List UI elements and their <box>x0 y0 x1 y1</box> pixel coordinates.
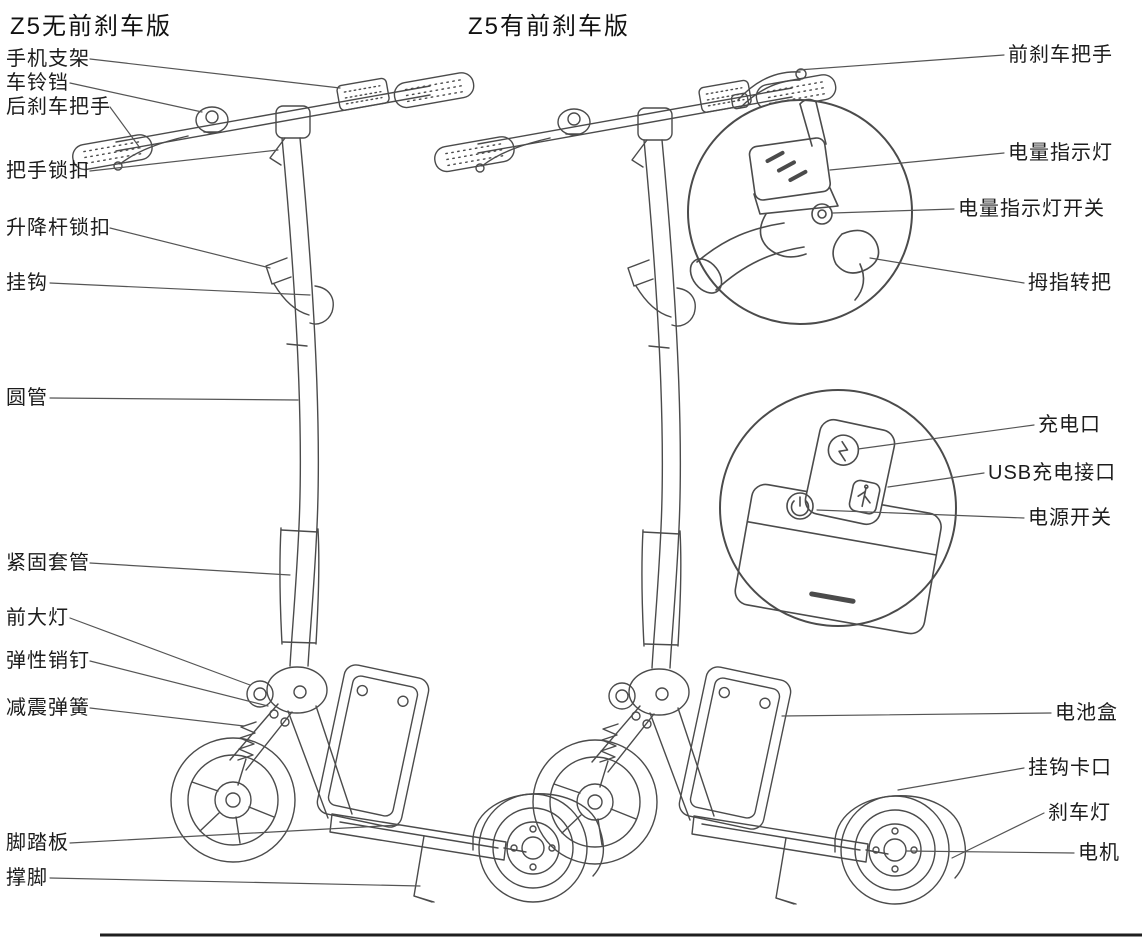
leader-power-switch <box>816 509 1025 519</box>
label-phone-mount: 手机支架 <box>6 48 90 70</box>
leader-lines <box>49 54 1075 887</box>
label-shock-spring: 减震弹簧 <box>6 697 90 719</box>
leader-shock-spring <box>89 707 245 727</box>
label-handlebar-latch: 把手锁扣 <box>6 160 90 182</box>
leader-clamping-sleeve <box>89 562 291 576</box>
leader-bell <box>69 82 203 113</box>
leader-motor <box>905 850 1075 854</box>
leader-battery-box <box>781 712 1052 717</box>
leader-usb-charging-port <box>887 472 985 488</box>
label-foot-deck: 脚踏板 <box>6 832 69 854</box>
thumb-throttle-icon <box>832 229 880 301</box>
label-hook-slot: 挂钩卡口 <box>1028 757 1112 779</box>
label-rear-brake-lever: 后刹车把手 <box>6 96 111 118</box>
leader-battery-indicator-light <box>829 152 1005 171</box>
leader-spring-pin <box>89 660 269 707</box>
label-spring-pin: 弹性销钉 <box>6 650 90 672</box>
callout-charging-detail <box>719 389 957 635</box>
label-bell: 车铃铛 <box>6 72 69 94</box>
label-battery-indicator-light: 电量指示灯 <box>1008 142 1113 164</box>
label-stem-height-latch: 升降杆锁扣 <box>6 217 111 239</box>
charging-port-icon <box>827 434 860 466</box>
leader-kickstand <box>49 877 421 887</box>
leader-round-tube <box>49 397 299 401</box>
label-round-tube: 圆管 <box>6 387 48 409</box>
leader-front-brake-lever <box>797 54 1005 71</box>
variant-title-with-front-brake: Z5有前刹车版 <box>468 13 631 40</box>
front-brake-lever-illustration <box>730 68 807 110</box>
label-motor: 电机 <box>1078 842 1120 864</box>
leader-battery-indicator-switch <box>832 208 955 214</box>
label-hook: 挂钩 <box>6 272 48 294</box>
leader-phone-mount <box>89 58 341 89</box>
leader-hook-slot <box>897 767 1025 791</box>
label-thumb-throttle: 拇指转把 <box>1028 272 1112 294</box>
scooter-left-illustration <box>70 70 605 903</box>
label-charging-port: 充电口 <box>1038 414 1101 436</box>
leader-stem-height-latch <box>109 227 271 269</box>
label-front-brake-lever: 前刹车把手 <box>1008 44 1113 66</box>
leader-thumb-throttle <box>869 257 1025 284</box>
label-clamping-sleeve: 紧固套管 <box>6 552 90 574</box>
power-button-icon <box>786 492 814 520</box>
leader-foot-deck <box>69 824 401 844</box>
leader-headlight <box>69 617 251 686</box>
variant-title-no-front-brake: Z5无前刹车版 <box>10 13 173 40</box>
label-kickstand: 撑脚 <box>6 867 48 889</box>
label-battery-box: 电池盒 <box>1055 702 1118 724</box>
label-brake-light: 刹车灯 <box>1048 802 1111 824</box>
label-headlight: 前大灯 <box>6 607 69 629</box>
leader-brake-light <box>951 812 1045 859</box>
callout-indicator-detail <box>687 98 913 325</box>
leader-charging-port <box>857 424 1035 450</box>
leader-handlebar-latch <box>89 149 279 172</box>
battery-indicator-icon <box>748 137 832 201</box>
indicator-switch-icon <box>811 203 833 225</box>
leader-rear-brake-lever <box>109 106 141 149</box>
label-battery-indicator-switch: 电量指示灯开关 <box>958 198 1105 220</box>
leader-hook <box>49 282 311 296</box>
label-power-switch: 电源开关 <box>1028 507 1112 529</box>
label-usb-charging-port: USB充电接口 <box>988 462 1117 484</box>
